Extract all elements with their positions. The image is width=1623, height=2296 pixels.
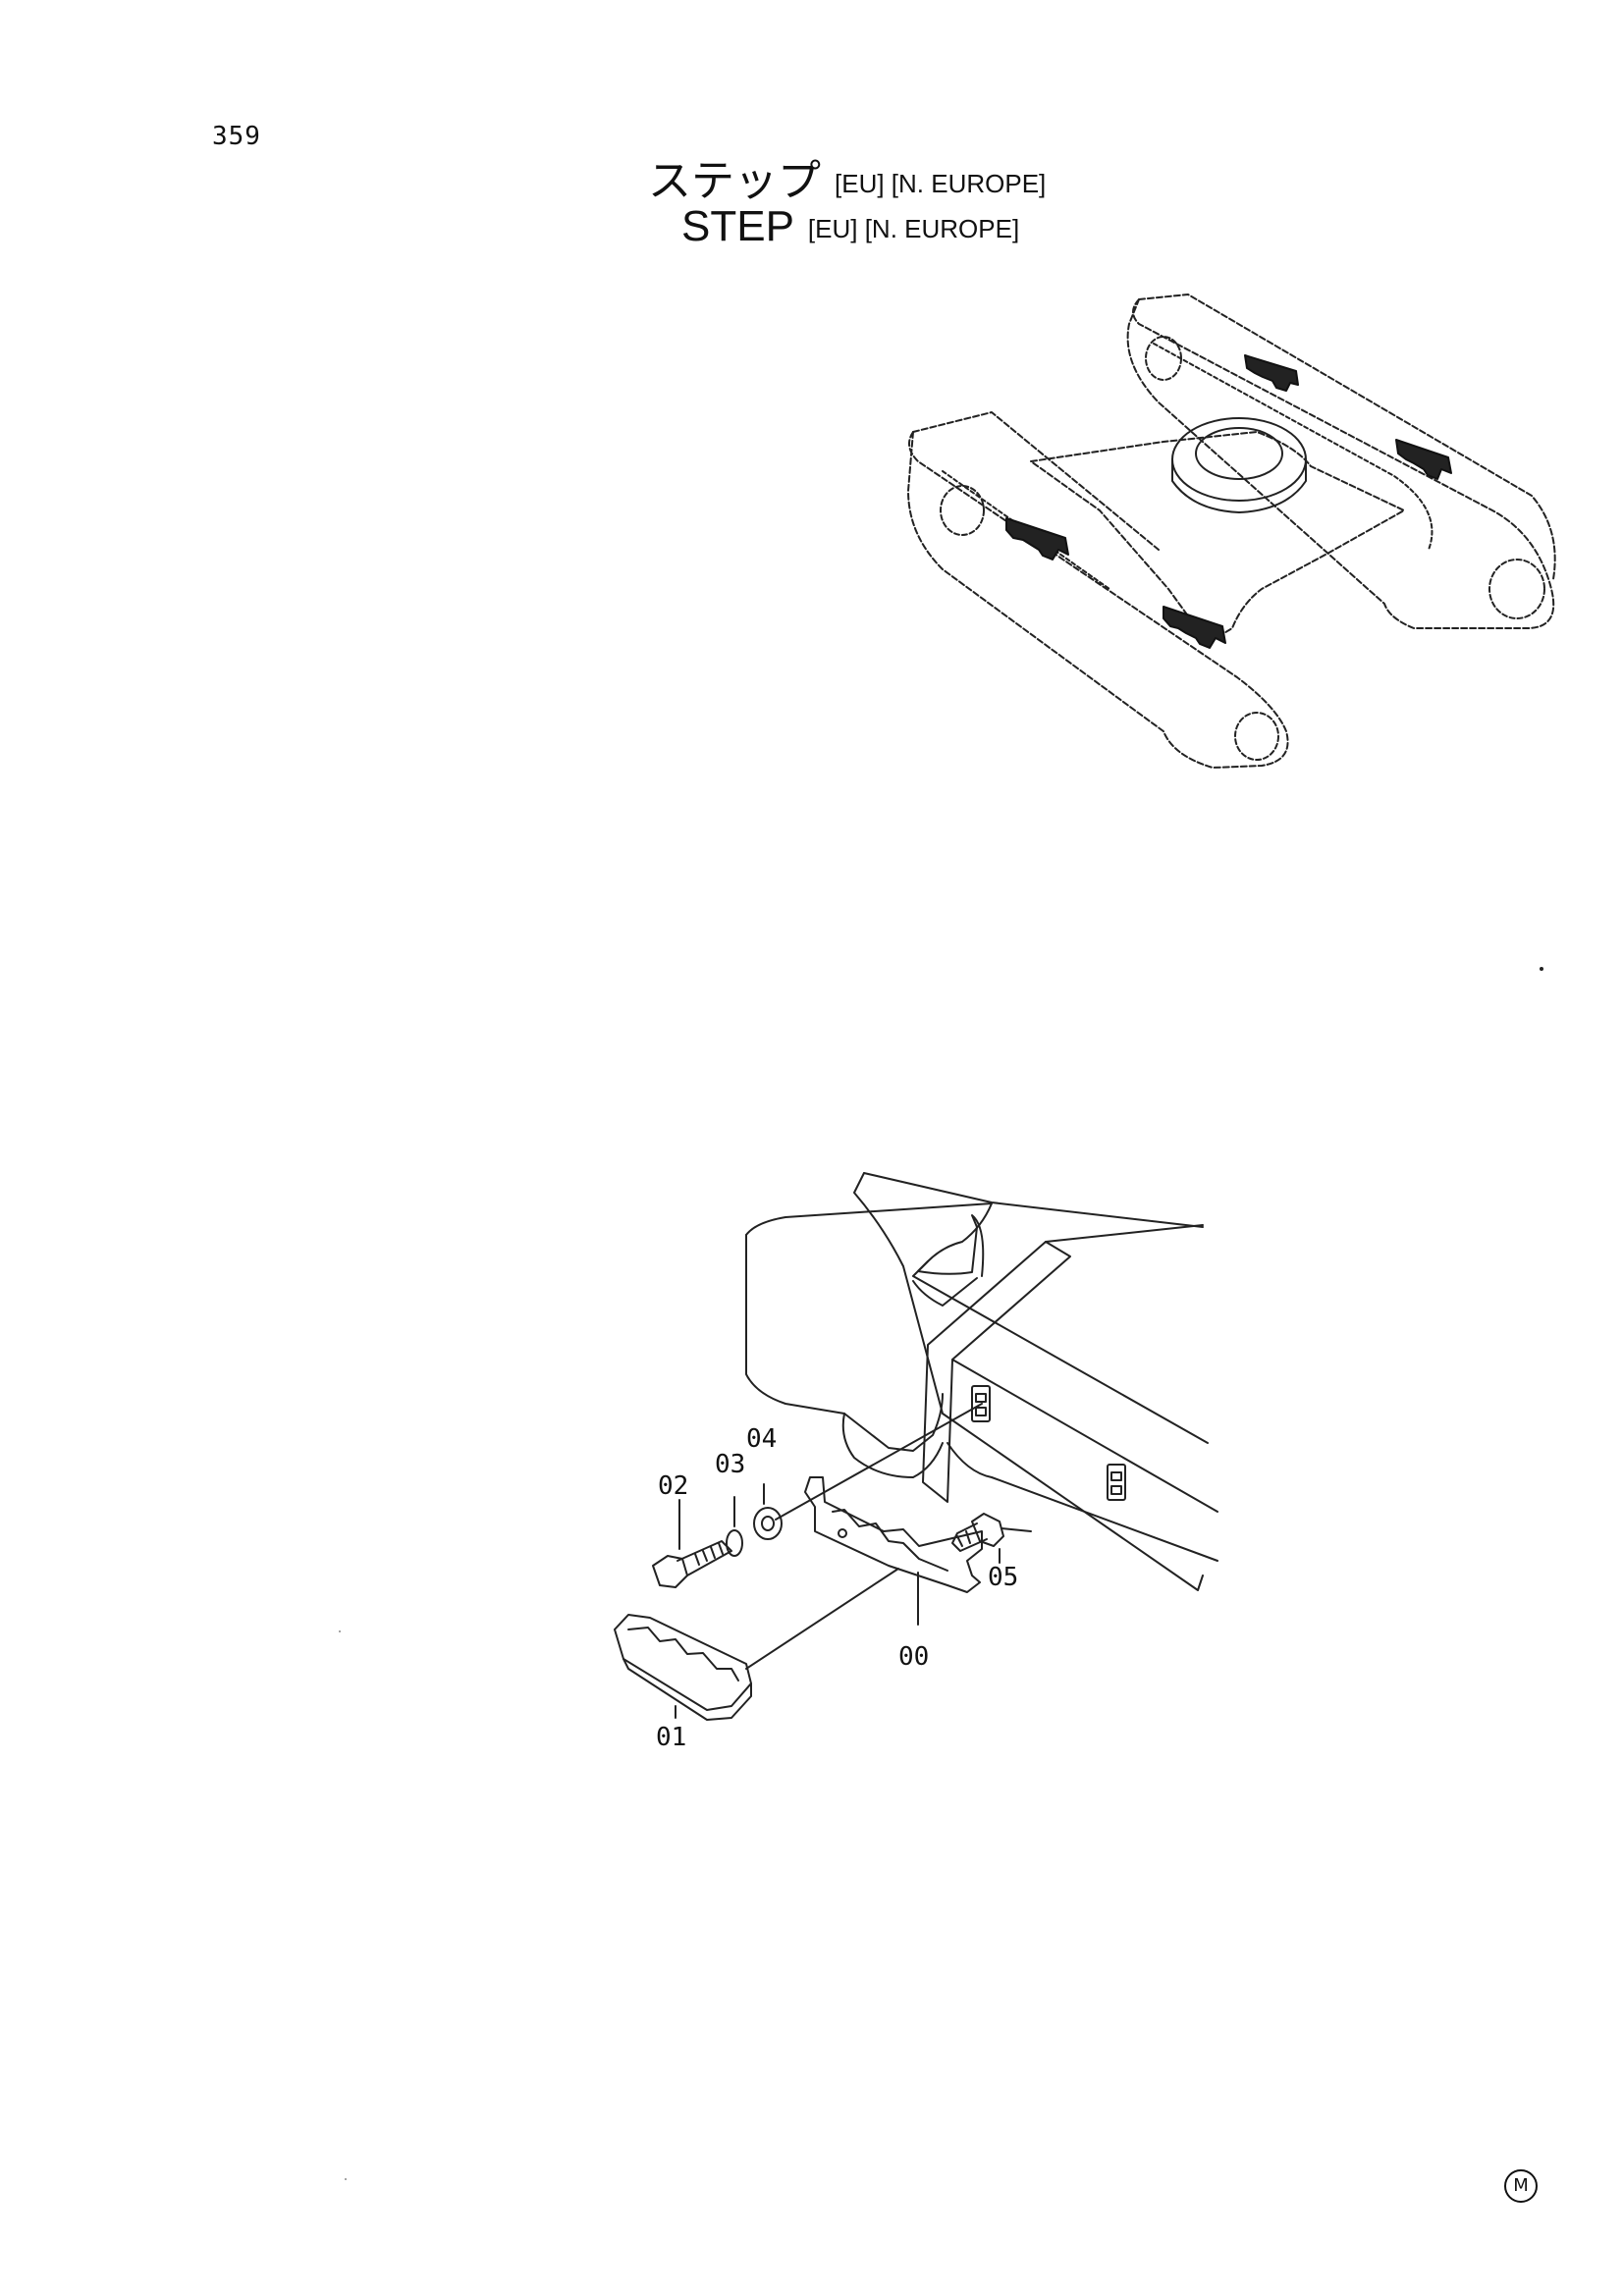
track-frame-body (853, 1172, 1204, 1591)
callout-04: 04 (746, 1424, 777, 1454)
slewing-ring-outer (1171, 417, 1307, 502)
step-marker-front-right (1163, 606, 1226, 649)
center-frame (1030, 431, 1405, 644)
frame-band (922, 1241, 1071, 1503)
step-marker-rear-left (1244, 354, 1299, 392)
part-05-flange-bolt (951, 1513, 1004, 1552)
slewing-ring-inner (1195, 427, 1283, 480)
callout-05: 05 (988, 1563, 1018, 1592)
page-title-english: STEP [EU] [N. EUROPE] (681, 202, 1019, 251)
title-japanese-text: ステップ (648, 156, 821, 206)
callout-00: 00 (898, 1642, 929, 1672)
step-marker-front-left (1005, 517, 1069, 561)
callout-03: 03 (715, 1450, 745, 1479)
part-01-step-plate (614, 1614, 752, 1721)
region-tags-english-line: [EU] [N. EUROPE] (807, 213, 1020, 243)
undercarriage-overview (907, 294, 1556, 769)
front-track-frame (907, 431, 1289, 769)
part-02-hex-bolt (652, 1540, 732, 1588)
rear-track-frame (1126, 298, 1555, 629)
step-assembly-detail (614, 1172, 1218, 1721)
step-marker-rear-right (1395, 439, 1452, 480)
part-03-spring-washer (726, 1529, 743, 1557)
part-00-step-bracket (804, 1476, 983, 1593)
manufacturer-mark-icon: M (1504, 2169, 1538, 2203)
part-04-washer (753, 1507, 783, 1540)
title-english-text: STEP (681, 202, 794, 250)
page-number: 359 (212, 122, 261, 151)
region-tags-japanese-line: [EU] [N. EUROPE] (835, 168, 1047, 198)
page-title-japanese: ステップ [EU] [N. EUROPE] (648, 145, 1046, 208)
callout-02: 02 (658, 1471, 688, 1501)
callout-01: 01 (656, 1723, 686, 1752)
